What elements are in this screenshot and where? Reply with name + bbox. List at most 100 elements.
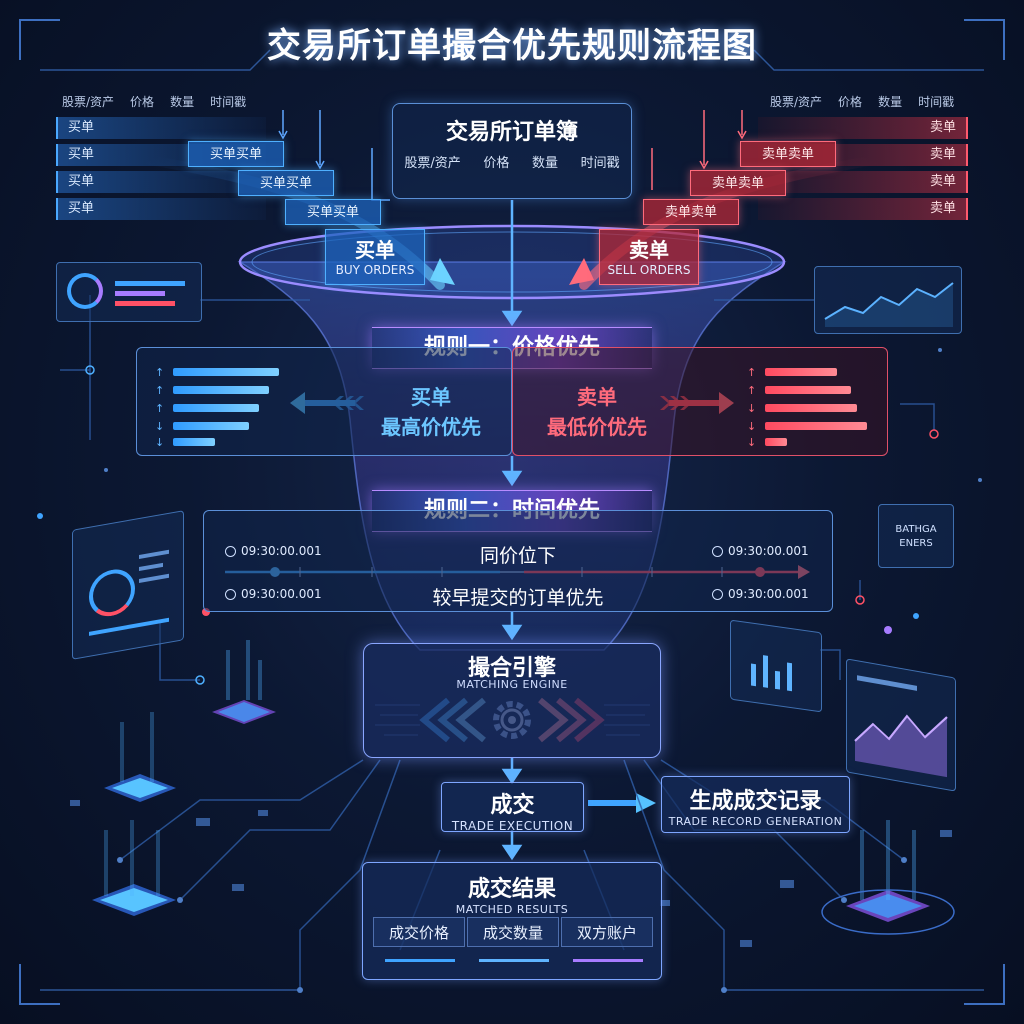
widget-bar: [115, 301, 175, 306]
rule2-panel: 同价位下 较早提交的订单优先: [203, 510, 833, 612]
header-price: 价格: [838, 95, 863, 109]
price-bar: [765, 422, 867, 430]
price-bar: [765, 386, 851, 394]
sell-orders-label: 卖单: [629, 238, 669, 262]
same-price-text: 同价位下: [479, 545, 556, 567]
ring-gauge-icon: [89, 565, 135, 620]
down-arrow-icon: ↓: [747, 420, 757, 433]
timestamp-text: 09:30:00.001: [728, 544, 809, 558]
widget-bar: [139, 549, 169, 560]
clock-icon: [712, 546, 723, 557]
header-asset: 股票/资产: [770, 95, 823, 109]
clock-icon: [225, 546, 236, 557]
left-radar-widget: [72, 510, 184, 660]
sell-order-chip: 卖单卖单: [690, 170, 786, 196]
buy-priority-text: 买单 最高价优先: [357, 382, 505, 442]
right-sell-list: 卖单 卖单 卖单 卖单: [758, 115, 968, 220]
left-column-header: 股票/资产 价格 数量 时间戳: [62, 93, 262, 110]
trade-execution-subtitle: TRADE EXECUTION: [451, 819, 574, 833]
result-col-quantity: 成交数量: [467, 917, 559, 947]
sell-priority-text: 卖单 最低价优先: [523, 382, 671, 442]
widget-bar: [139, 562, 163, 572]
result-bar: [573, 959, 643, 962]
list-item: 买单: [56, 198, 266, 220]
area-chart-widget: [846, 658, 956, 792]
side-badge-widget: BATHGA ENERS: [878, 504, 954, 568]
widget-bar: [763, 655, 768, 688]
timestamp-bottom-right: 09:30:00.001: [712, 587, 809, 601]
header-quantity: 数量: [878, 95, 903, 109]
line-chart-icon: [824, 282, 954, 327]
price-bar: [173, 438, 215, 446]
left-dashboard-widget: [56, 262, 202, 322]
side-badge-line: BATHGA: [895, 524, 937, 535]
price-bar: [765, 368, 837, 376]
area-chart-icon: [854, 675, 948, 778]
header-timestamp: 时间戳: [918, 95, 955, 109]
list-item: 卖单: [758, 171, 968, 193]
sell-orders-english: SELL ORDERS: [607, 263, 691, 277]
result-bar: [479, 959, 549, 962]
ring-gauge-icon: [67, 273, 103, 309]
left-buy-list: 买单 买单 买单 买单: [56, 115, 266, 220]
buy-order-chip: 买单买单: [188, 141, 284, 167]
clock-icon: [225, 589, 236, 600]
widget-bar: [89, 617, 169, 636]
earlier-first-text: 较早提交的订单优先: [432, 587, 604, 609]
buy-orders-label: 买单: [355, 238, 395, 262]
sell-priority-label: 卖单: [577, 385, 617, 409]
down-arrow-icon: ↓: [747, 436, 757, 449]
result-bar: [385, 959, 455, 962]
buy-orders-node: 买单 BUY ORDERS: [325, 229, 425, 285]
price-bar: [173, 368, 279, 376]
timestamp-top-right: 09:30:00.001: [712, 544, 809, 558]
widget-bar: [751, 663, 756, 687]
down-arrow-icon: ↓: [747, 402, 757, 415]
down-arrow-icon: ↓: [155, 420, 165, 433]
gear-icon: [497, 705, 529, 737]
header-quantity: 数量: [170, 95, 195, 109]
right-line-chart-widget: [814, 266, 962, 334]
buy-priority-rule: 最高价优先: [381, 415, 481, 439]
trade-execution-node: 成交 TRADE EXECUTION: [441, 782, 584, 833]
matched-results-subtitle: MATCHED RESULTS: [455, 903, 569, 916]
bar-chart-widget: [730, 619, 822, 713]
trade-execution-title: 成交: [490, 793, 535, 818]
sell-order-chip: 卖单卖单: [740, 141, 836, 167]
timestamp-text: 09:30:00.001: [728, 587, 809, 601]
up-arrow-icon: ↑: [155, 402, 165, 415]
price-bar: [173, 404, 259, 412]
widget-bar: [139, 573, 169, 584]
timestamp-text: 09:30:00.001: [241, 587, 322, 601]
matching-engine-node: 撮合引擎 MATCHING ENGINE: [363, 643, 661, 758]
header-asset: 股票/资产: [62, 95, 115, 109]
up-arrow-icon: ↑: [155, 384, 165, 397]
up-arrow-icon: ↑: [747, 384, 757, 397]
order-book-columns: 股票/资产 价格 数量 时间戳: [393, 152, 631, 171]
sell-orders-node: 卖单 SELL ORDERS: [599, 229, 699, 285]
sell-priority-rule: 最低价优先: [547, 415, 647, 439]
list-item: 卖单: [758, 198, 968, 220]
engine-title: 撮合引擎: [467, 656, 556, 681]
side-badge-line: ENERS: [899, 538, 933, 549]
widget-bar: [775, 670, 780, 690]
down-arrow-icon: ↓: [155, 436, 165, 449]
matched-results-node: 成交结果 MATCHED RESULTS 成交价格 成交数量 双方账户: [362, 862, 662, 980]
timestamp-bottom-left: 09:30:00.001: [225, 587, 322, 601]
order-book-col-quantity: 数量: [532, 156, 559, 171]
order-book-col-timestamp: 时间戳: [580, 156, 620, 171]
price-bar: [173, 422, 249, 430]
list-item: 买单: [56, 171, 266, 193]
price-bar: [765, 404, 857, 412]
timestamp-text: 09:30:00.001: [241, 544, 322, 558]
order-book-panel: 交易所订单簿 股票/资产 价格 数量 时间戳: [392, 103, 632, 199]
buy-priority-label: 买单: [411, 385, 451, 409]
rule1-buy-panel: ↑ ↑ ↑ ↓ ↓ 买单 最高价优先: [136, 347, 512, 456]
order-book-title: 交易所订单簿: [445, 120, 578, 145]
rule1-sell-panel: 卖单 最低价优先 ↑ ↑ ↓ ↓ ↓: [512, 347, 888, 456]
price-bar: [765, 438, 787, 446]
price-bar: [173, 386, 269, 394]
engine-subtitle: MATCHING ENGINE: [456, 678, 568, 691]
trade-record-title: 生成成交记录: [689, 789, 822, 814]
